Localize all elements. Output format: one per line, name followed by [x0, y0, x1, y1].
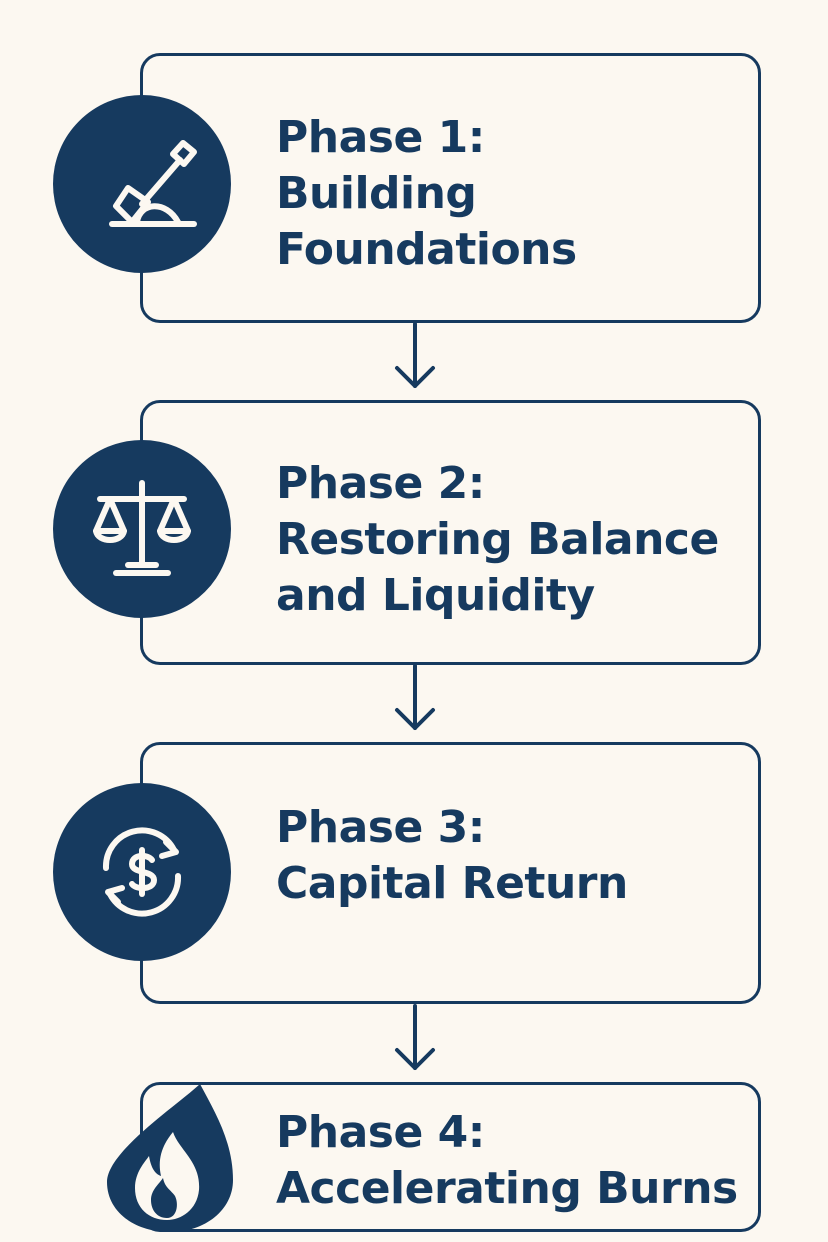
balance-scale-icon — [93, 480, 191, 576]
shovel-icon — [109, 140, 197, 227]
phase-1-line-1: Building — [276, 168, 477, 219]
phase-4-line-1: Accelerating Burns — [276, 1163, 738, 1214]
phase-1-title: Phase 1: Building Foundations — [276, 110, 577, 278]
phase-3-icon-circle — [53, 783, 231, 961]
phase-2-card — [140, 400, 761, 665]
phase-2-title: Phase 2: Restoring Balance and Liquidity — [276, 456, 719, 624]
phase-4-title: Phase 4: Accelerating Burns — [276, 1105, 738, 1217]
phase-3-card — [140, 742, 761, 1004]
phase-2-line-2: and Liquidity — [276, 570, 595, 621]
flame-icon — [135, 1132, 200, 1220]
phase-3-heading: Phase 3: — [276, 802, 485, 853]
phase-2-heading: Phase 2: — [276, 458, 485, 509]
phase-1-card — [140, 53, 761, 323]
phase-1-heading: Phase 1: — [276, 112, 485, 163]
phase-2-line-1: Restoring Balance — [276, 514, 719, 565]
phase-4-card — [140, 1082, 761, 1232]
phase-1-line-2: Foundations — [276, 224, 577, 275]
arrow-down-icon — [395, 664, 435, 730]
phase-1-icon-circle — [53, 95, 231, 273]
phase-2-icon-circle — [53, 440, 231, 618]
phase-3-title: Phase 3: Capital Return — [276, 800, 628, 912]
flame-drop-shape — [107, 1084, 233, 1232]
phase-4-heading: Phase 4: — [276, 1107, 485, 1158]
dollar-cycle-icon — [102, 827, 182, 917]
arrow-down-icon — [395, 322, 435, 388]
arrow-down-icon — [395, 1004, 435, 1070]
phase-3-line-1: Capital Return — [276, 858, 628, 909]
